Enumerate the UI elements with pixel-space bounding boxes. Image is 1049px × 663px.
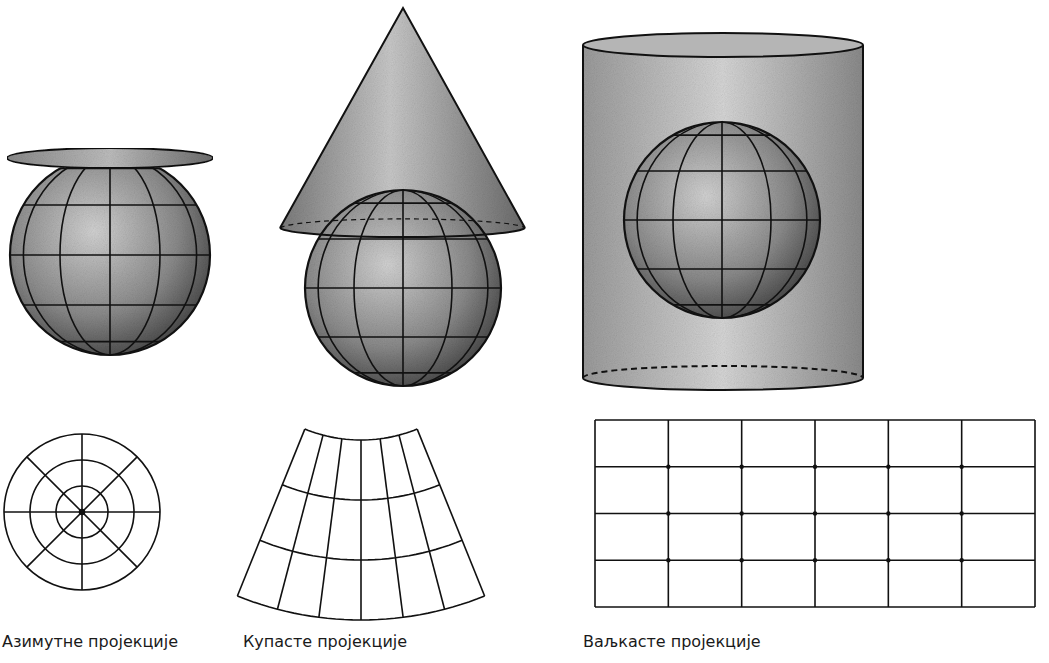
projection-cylinder <box>583 45 863 390</box>
cone-outline <box>280 8 525 237</box>
projection-plane <box>7 148 213 168</box>
projection-caption: Азимутне пројекције <box>2 632 178 651</box>
globe <box>10 155 210 355</box>
cylindrical-grid <box>595 420 1035 607</box>
conic-grid <box>237 429 484 620</box>
globe <box>624 122 820 318</box>
globe <box>305 190 501 386</box>
projection-cone <box>280 8 525 237</box>
projection-caption: Купасте пројекције <box>243 632 407 651</box>
azimuthal-grid <box>4 434 160 590</box>
projection-caption: Ваљкасте пројекције <box>583 632 761 651</box>
cylinder-outline <box>583 33 863 390</box>
